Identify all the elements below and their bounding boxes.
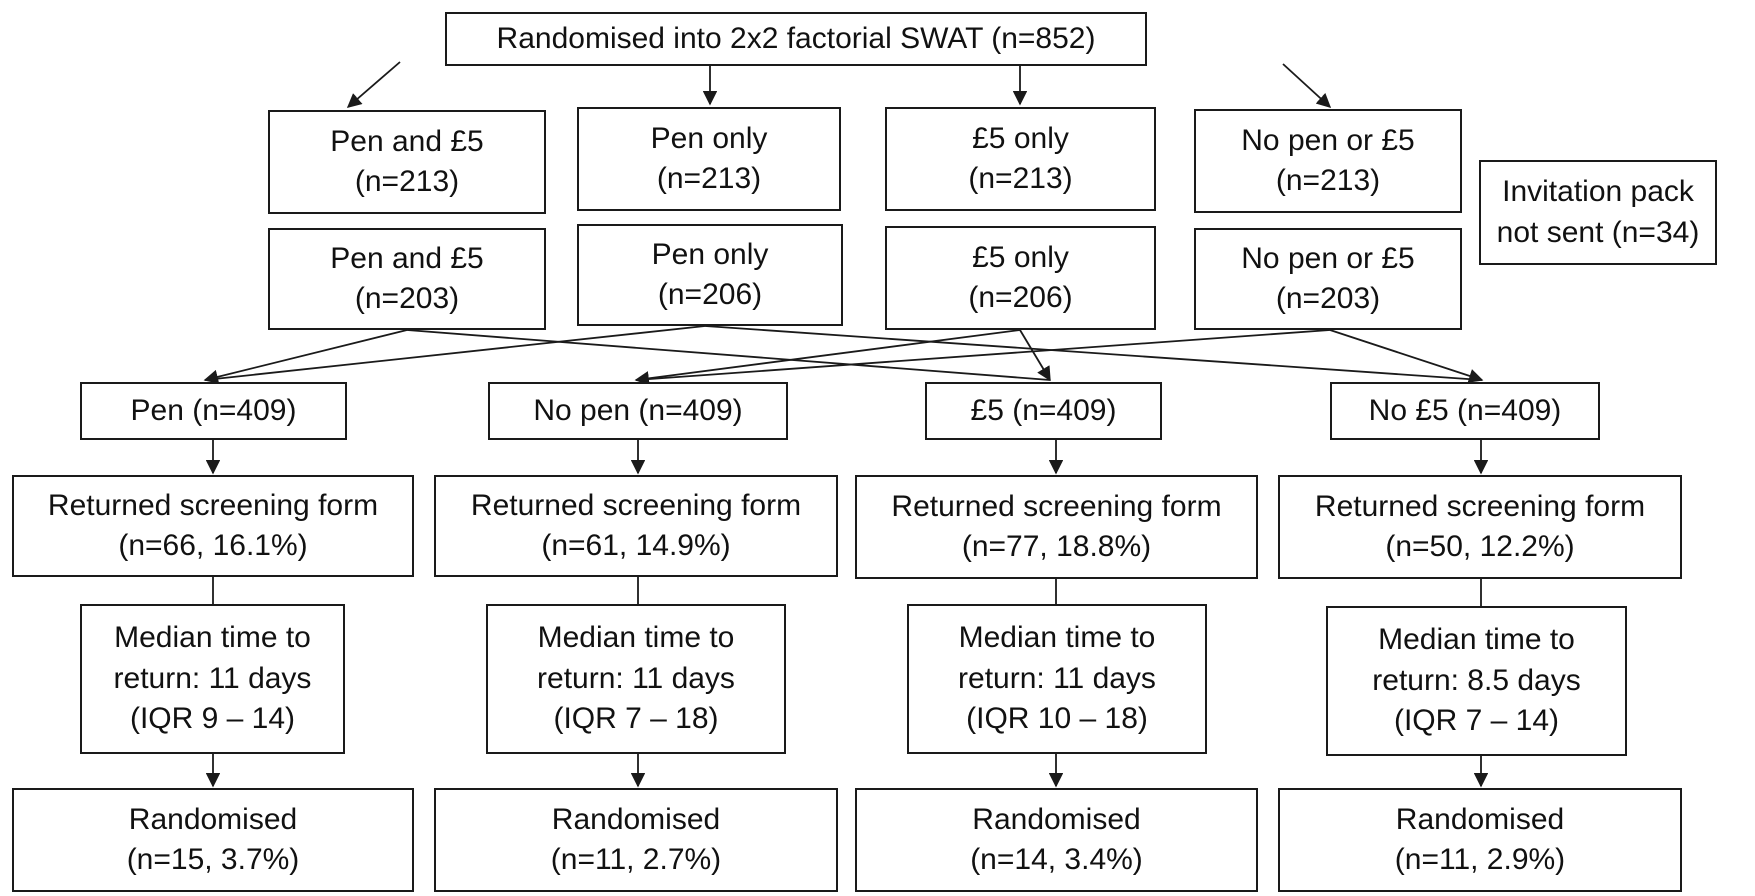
median-no-pen-box: Median time to return: 11 days (IQR 7 – … bbox=[486, 604, 786, 754]
sent-arm-count: (n=206) bbox=[968, 281, 1073, 314]
allocated-arm-count: (n=213) bbox=[354, 165, 460, 198]
randomised-label: Randomised bbox=[128, 802, 298, 836]
link-sent4-to-no-pen bbox=[635, 329, 1331, 381]
not-sent-count: not sent (n=34) bbox=[1496, 215, 1700, 249]
median-label: Median time to bbox=[958, 621, 1156, 655]
link-sent3-to-no-pen bbox=[634, 329, 1021, 386]
median-label: Median time to bbox=[537, 621, 735, 655]
median-iqr: (IQR 10 – 18) bbox=[966, 702, 1148, 736]
factor-5-label: £5 (n=409) bbox=[970, 393, 1117, 427]
randomised-label: Randomised bbox=[1395, 802, 1565, 836]
median-value: return: 8.5 days bbox=[1372, 663, 1581, 697]
returned-label: Returned screening form bbox=[47, 488, 379, 522]
factor-pen-label: Pen (n=409) bbox=[130, 393, 297, 427]
randomised-label: Randomised bbox=[972, 802, 1141, 836]
allocated-arm-label: Pen only bbox=[650, 121, 768, 155]
sent-arm-count: (n=206) bbox=[657, 278, 763, 311]
allocated-no-pen-or-5-box: No pen or £5 (n=213) bbox=[1194, 109, 1462, 213]
randomised-label: Randomised bbox=[551, 802, 721, 836]
allocated-arm-count: (n=213) bbox=[656, 162, 762, 195]
returned-label: Returned screening form bbox=[891, 489, 1222, 523]
randomised-no-5-box: Randomised (n=11, 2.9%) bbox=[1278, 788, 1682, 892]
median-value: return: 11 days bbox=[958, 661, 1156, 695]
sent-pen-only-box: Pen only (n=206) bbox=[577, 224, 843, 326]
arrow-top-to-pen-and-5 bbox=[346, 61, 401, 108]
median-5-box: Median time to return: 11 days (IQR 10 –… bbox=[907, 604, 1207, 754]
link-sent3-to-5 bbox=[1019, 329, 1051, 382]
invitation-not-sent-box: Invitation pack not sent (n=34) bbox=[1479, 160, 1717, 265]
median-value: return: 11 days bbox=[113, 661, 312, 695]
randomised-5-box: Randomised (n=14, 3.4%) bbox=[855, 788, 1258, 892]
allocated-5-only-box: £5 only (n=213) bbox=[885, 107, 1156, 211]
randomised-pen-box: Randomised (n=15, 3.7%) bbox=[12, 788, 414, 892]
returned-count: (n=61, 14.9%) bbox=[541, 529, 731, 562]
returned-count: (n=50, 12.2%) bbox=[1385, 530, 1575, 563]
sent-arm-count: (n=203) bbox=[1275, 282, 1381, 315]
allocated-arm-label: Pen and £5 bbox=[330, 124, 484, 158]
sent-arm-count: (n=203) bbox=[354, 282, 460, 315]
allocated-pen-and-5-box: Pen and £5 (n=213) bbox=[268, 110, 546, 214]
randomised-no-pen-box: Randomised (n=11, 2.7%) bbox=[434, 788, 838, 892]
returned-count: (n=77, 18.8%) bbox=[961, 530, 1152, 563]
returned-no-pen-box: Returned screening form (n=61, 14.9%) bbox=[434, 475, 838, 577]
randomised-count: (n=14, 3.4%) bbox=[970, 843, 1143, 876]
allocated-arm-count: (n=213) bbox=[1275, 164, 1381, 197]
sent-arm-label: No pen or £5 bbox=[1241, 241, 1415, 275]
median-iqr: (IQR 9 – 14) bbox=[129, 702, 296, 736]
not-sent-label: Invitation pack bbox=[1502, 175, 1694, 208]
returned-label: Returned screening form bbox=[1314, 489, 1646, 523]
allocated-arm-count: (n=213) bbox=[968, 162, 1073, 195]
sent-pen-and-5-box: Pen and £5 (n=203) bbox=[268, 228, 546, 330]
returned-label: Returned screening form bbox=[470, 488, 802, 522]
sent-no-pen-or-5-box: No pen or £5 (n=203) bbox=[1194, 228, 1462, 330]
randomised-total-text: Randomised into 2x2 factorial SWAT (n=85… bbox=[496, 21, 1096, 55]
median-value: return: 11 days bbox=[537, 661, 735, 695]
link-sent1-to-5 bbox=[406, 329, 1051, 381]
allocated-arm-label: No pen or £5 bbox=[1241, 123, 1415, 157]
randomised-total-box: Randomised into 2x2 factorial SWAT (n=85… bbox=[445, 12, 1147, 66]
factor-no-5-label: No £5 (n=409) bbox=[1368, 393, 1562, 427]
returned-5-box: Returned screening form (n=77, 18.8%) bbox=[855, 475, 1258, 579]
allocated-arm-label: £5 only bbox=[972, 121, 1069, 155]
sent-arm-label: £5 only bbox=[972, 240, 1069, 274]
median-label: Median time to bbox=[1378, 623, 1575, 657]
link-sent2-to-pen bbox=[204, 325, 706, 381]
factor-no-pen-box: No pen (n=409) bbox=[488, 382, 788, 440]
factor-no-5-box: No £5 (n=409) bbox=[1330, 382, 1600, 440]
median-no-5-box: Median time to return: 8.5 days (IQR 7 –… bbox=[1326, 606, 1627, 756]
factor-no-pen-label: No pen (n=409) bbox=[533, 393, 743, 427]
sent-arm-label: Pen and £5 bbox=[330, 241, 484, 275]
median-iqr: (IQR 7 – 18) bbox=[553, 702, 719, 736]
median-pen-box: Median time to return: 11 days (IQR 9 – … bbox=[80, 604, 345, 754]
randomised-count: (n=15, 3.7%) bbox=[126, 843, 300, 876]
link-sent4-to-no-5 bbox=[1329, 329, 1484, 383]
arrow-top-to-no-pen-or-5 bbox=[1282, 63, 1332, 108]
median-label: Median time to bbox=[114, 621, 311, 655]
randomised-count: (n=11, 2.7%) bbox=[550, 843, 722, 876]
link-sent1-to-pen bbox=[203, 329, 408, 384]
returned-count: (n=66, 16.1%) bbox=[118, 529, 308, 562]
factor-pen-box: Pen (n=409) bbox=[80, 382, 347, 440]
link-sent2-to-no-5 bbox=[704, 325, 1483, 381]
sent-5-only-box: £5 only (n=206) bbox=[885, 226, 1156, 330]
allocated-pen-only-box: Pen only (n=213) bbox=[577, 107, 841, 211]
returned-no-5-box: Returned screening form (n=50, 12.2%) bbox=[1278, 475, 1682, 579]
median-iqr: (IQR 7 – 14) bbox=[1393, 704, 1560, 738]
sent-arm-label: Pen only bbox=[651, 237, 769, 271]
returned-pen-box: Returned screening form (n=66, 16.1%) bbox=[12, 475, 414, 577]
randomised-count: (n=11, 2.9%) bbox=[1394, 843, 1566, 876]
factor-5-box: £5 (n=409) bbox=[925, 382, 1162, 440]
